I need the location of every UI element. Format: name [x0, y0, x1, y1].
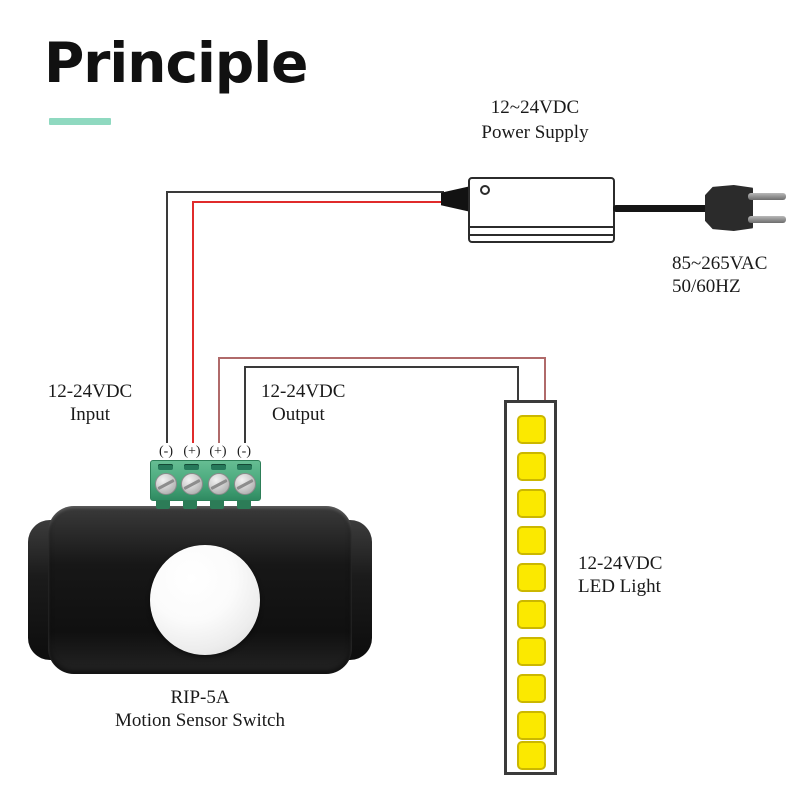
wire-input-negative-horizontal — [166, 191, 444, 193]
led-module — [517, 637, 546, 666]
input-label-line2: Input — [69, 404, 111, 425]
led-strip — [504, 400, 557, 775]
terminal-block-slot-4 — [237, 464, 252, 470]
pir-sensor-dome — [150, 545, 260, 655]
led-module — [517, 741, 546, 770]
wire-output-positive-vertical-left — [218, 358, 220, 443]
led-module — [517, 674, 546, 703]
mains-label-line1: 85~265VAC — [672, 253, 768, 274]
output-label-line2: Output — [272, 404, 325, 425]
led-module — [517, 489, 546, 518]
power-supply-body — [468, 177, 615, 243]
terminal-screw-1[interactable] — [155, 473, 177, 495]
mains-plug-pin-bottom — [748, 216, 786, 223]
mains-label-line2: 50/60HZ — [672, 276, 741, 297]
mains-plug-body — [705, 185, 753, 231]
wire-input-negative-vertical — [166, 191, 168, 443]
terminal-label-2: (+) — [183, 444, 201, 459]
led-light-label-line1: 12-24VDC — [578, 553, 663, 574]
title-underline-rule — [49, 118, 111, 125]
terminal-screw-4[interactable] — [234, 473, 256, 495]
wire-output-negative-vertical-left — [244, 367, 246, 443]
power-supply-label-line1: 12~24VDC — [490, 97, 580, 118]
led-module — [517, 600, 546, 629]
terminal-block-foot-2 — [183, 500, 197, 509]
terminal-screw-2[interactable] — [181, 473, 203, 495]
output-label-line1: 12-24VDC — [261, 381, 346, 402]
terminal-label-3: (+) — [209, 444, 227, 459]
terminal-screw-3[interactable] — [208, 473, 230, 495]
wire-input-positive-vertical — [192, 201, 194, 443]
terminal-label-1: (-) — [159, 444, 173, 459]
power-supply-seam-line-lower — [470, 234, 613, 236]
wire-output-negative-vertical-right — [517, 366, 519, 402]
wire-output-positive-vertical-right — [544, 357, 546, 402]
terminal-block-foot-4 — [237, 500, 251, 509]
led-module — [517, 452, 546, 481]
power-supply-cord — [613, 205, 717, 212]
wire-output-negative-horizontal — [244, 366, 519, 368]
device-caption-line2: Motion Sensor Switch — [115, 710, 285, 731]
led-module — [517, 526, 546, 555]
terminal-block-slot-3 — [211, 464, 226, 470]
power-supply-led-indicator-icon — [480, 185, 490, 195]
input-label-line1: 12-24VDC — [47, 381, 133, 402]
led-module — [517, 415, 546, 444]
mains-plug-pin-top — [748, 193, 786, 200]
terminal-block-slot-2 — [184, 464, 199, 470]
led-module — [517, 711, 546, 740]
wire-input-positive-horizontal — [192, 201, 444, 203]
wire-output-positive-horizontal — [218, 357, 546, 359]
terminal-block-slot-1 — [158, 464, 173, 470]
page-title: Principle — [44, 31, 308, 95]
device-caption-line1: RIP-5A — [170, 687, 230, 708]
led-module — [517, 563, 546, 592]
terminal-block-foot-3 — [210, 500, 224, 509]
power-supply-strain-relief — [441, 186, 471, 212]
terminal-block-foot-1 — [156, 500, 170, 509]
led-light-label-line2: LED Light — [578, 576, 661, 597]
terminal-label-4: (-) — [237, 444, 251, 459]
power-supply-label-line2: Power Supply — [481, 122, 589, 143]
power-supply-seam-line-upper — [470, 226, 613, 228]
